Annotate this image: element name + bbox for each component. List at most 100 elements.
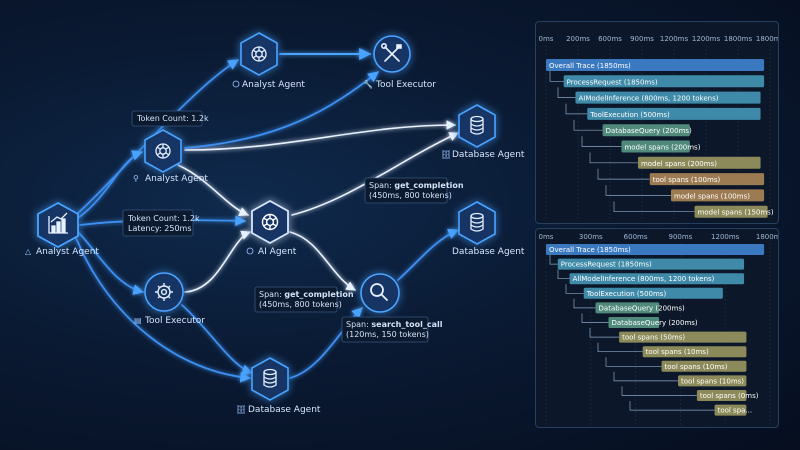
span-bar[interactable] [569, 273, 745, 285]
node-analyst-root[interactable]: △ Analyst Agent [25, 201, 99, 257]
span-connector [621, 386, 697, 396]
span-bar[interactable] [546, 244, 765, 255]
span-bar[interactable] [557, 258, 745, 270]
span-bar[interactable] [619, 331, 747, 343]
span-bar[interactable] [714, 404, 747, 416]
node-label: Database Agent [248, 405, 321, 415]
span-connector [565, 284, 584, 294]
span-label: Overall Trace (1850ms) [549, 246, 631, 254]
search-icon [370, 283, 388, 301]
span-label: ToolExecution (500ms) [586, 290, 667, 298]
edge-root-to-analyst-mid [77, 150, 144, 219]
span-bar[interactable] [670, 189, 765, 202]
database-icon [263, 368, 277, 388]
svg-text:(450ms, 800 tokens): (450ms, 800 tokens) [259, 300, 342, 309]
node-analyst-mid[interactable]: ⚲ Analyst Agent [133, 129, 208, 184]
span-connector [549, 255, 558, 265]
span-bar[interactable] [649, 173, 765, 186]
openai-logo-icon [155, 143, 171, 159]
node-label: AI Agent [258, 247, 297, 257]
span-bar[interactable] [678, 375, 747, 387]
span-connector [589, 328, 620, 338]
span-bar[interactable] [595, 302, 660, 314]
gear-icon [155, 283, 173, 301]
svg-text:(450ms, 800 tokens): (450ms, 800 tokens) [369, 191, 452, 200]
node-label: Database Agent [452, 247, 525, 257]
span-connector [557, 87, 576, 98]
span-bar[interactable] [608, 317, 660, 328]
axis-tick-label: 1200ms [692, 35, 721, 43]
span-label: AllModelInference (800ms, 1200 tokens) [573, 275, 715, 283]
span-bar[interactable] [694, 205, 768, 218]
svg-text:Token Count: 1.2k: Token Count: 1.2k [127, 214, 200, 223]
span-label: tool spans (100ms) [653, 176, 721, 184]
trace-panel-bottom: 0ms300ms600ms900ms1200ms1800msOverall Tr… [535, 228, 779, 428]
span-label: DatabaseQuery (200ms) [599, 304, 685, 312]
span-label: tool spans (0ms) [700, 392, 759, 400]
span-label: model spans (150ms) [698, 209, 774, 217]
span-bar[interactable] [587, 107, 761, 120]
span-bar[interactable] [546, 59, 765, 71]
span-connector [629, 401, 715, 411]
node-tool-bottom[interactable]: ▤ Tool Executor [134, 272, 205, 326]
node-search[interactable] [360, 273, 400, 313]
openai-logo-icon [251, 46, 267, 62]
node-label: Analyst Agent [36, 247, 99, 257]
node-analyst-top[interactable]: Analyst Agent [232, 32, 305, 90]
span-bar[interactable] [661, 360, 747, 372]
node-ai[interactable]: AI Agent [246, 199, 297, 257]
agent-graph: Analyst Agent 🔧 Tool Executor 🗄 Database… [25, 32, 525, 415]
span-label: AIModelInference (800ms, 1200 tokens) [578, 95, 718, 103]
edge-root-to-tool-bottom [77, 231, 145, 295]
span-connector [573, 119, 603, 131]
span-connector [573, 298, 596, 309]
span-bar[interactable] [563, 75, 765, 88]
span-label: ToolExecution (500ms) [589, 111, 670, 119]
axis-tick-label: 300ms [579, 233, 603, 241]
edge-root-to-db-bottom [75, 237, 252, 383]
svg-text:Latency: 250ms: Latency: 250ms [128, 224, 192, 233]
span-label: model spans (100ms) [674, 192, 750, 200]
chart-icon [48, 212, 68, 234]
svg-text:(120ms, 150 tokens): (120ms, 150 tokens) [346, 330, 429, 339]
node-label: Database Agent [452, 150, 525, 160]
openai-logo-icon [261, 213, 279, 231]
tools-icon [380, 42, 402, 62]
svg-text:Span: get_completion: Span: get_completion [259, 290, 354, 299]
axis-tick-label: 1200ms [711, 233, 740, 241]
callout-token-latency: Token Count: 1.2k Latency: 250ms [122, 209, 200, 237]
axis-tick-label: 600ms [598, 35, 622, 43]
axis-tick-label: 900ms [668, 233, 692, 241]
span-bar[interactable] [575, 91, 761, 104]
span-bar[interactable] [637, 156, 761, 169]
triangle-icon: △ [25, 247, 32, 256]
span-bar[interactable] [621, 140, 690, 153]
callout-span-search: Span: search_tool_call (120ms, 150 token… [341, 316, 443, 343]
node-db-bottom[interactable]: 🗄 Database Agent [236, 357, 321, 415]
span-bar[interactable] [696, 390, 747, 401]
span-bar[interactable] [642, 346, 747, 358]
span-label: DatabaseQuery (200ms) [611, 319, 697, 327]
node-db-2[interactable]: Database Agent [452, 201, 525, 257]
svg-text:Span: search_tool_call: Span: search_tool_call [346, 320, 443, 329]
span-bar[interactable] [602, 124, 690, 137]
edge-tool-bottom-to-ai [184, 230, 251, 293]
span-connector [613, 371, 679, 382]
db-small-icon: 🗄 [236, 405, 246, 414]
span-bar[interactable] [583, 287, 723, 299]
edge-db-bottom-to-search [289, 307, 363, 379]
axis-tick-label: 1800ms [756, 233, 778, 241]
node-db-1[interactable]: 🗄 Database Agent [441, 104, 525, 160]
svg-text:Span: get_completion: Span: get_completion [369, 181, 464, 190]
database-icon [470, 115, 484, 135]
span-label: ProcessRequest (1850ms) [567, 78, 658, 86]
axis-tick-label: 0ms [539, 233, 554, 241]
edge-analyst-mid-to-tool [184, 71, 379, 149]
axis-tick-label: 1200ms [660, 35, 689, 43]
node-tool-top[interactable]: 🔧 Tool Executor [363, 35, 436, 90]
axis-tick-label: 1800ms [756, 35, 778, 43]
node-label: Tool Executor [375, 80, 436, 90]
span-connector [613, 201, 695, 213]
axis-tick-label: 1800ms [724, 35, 753, 43]
